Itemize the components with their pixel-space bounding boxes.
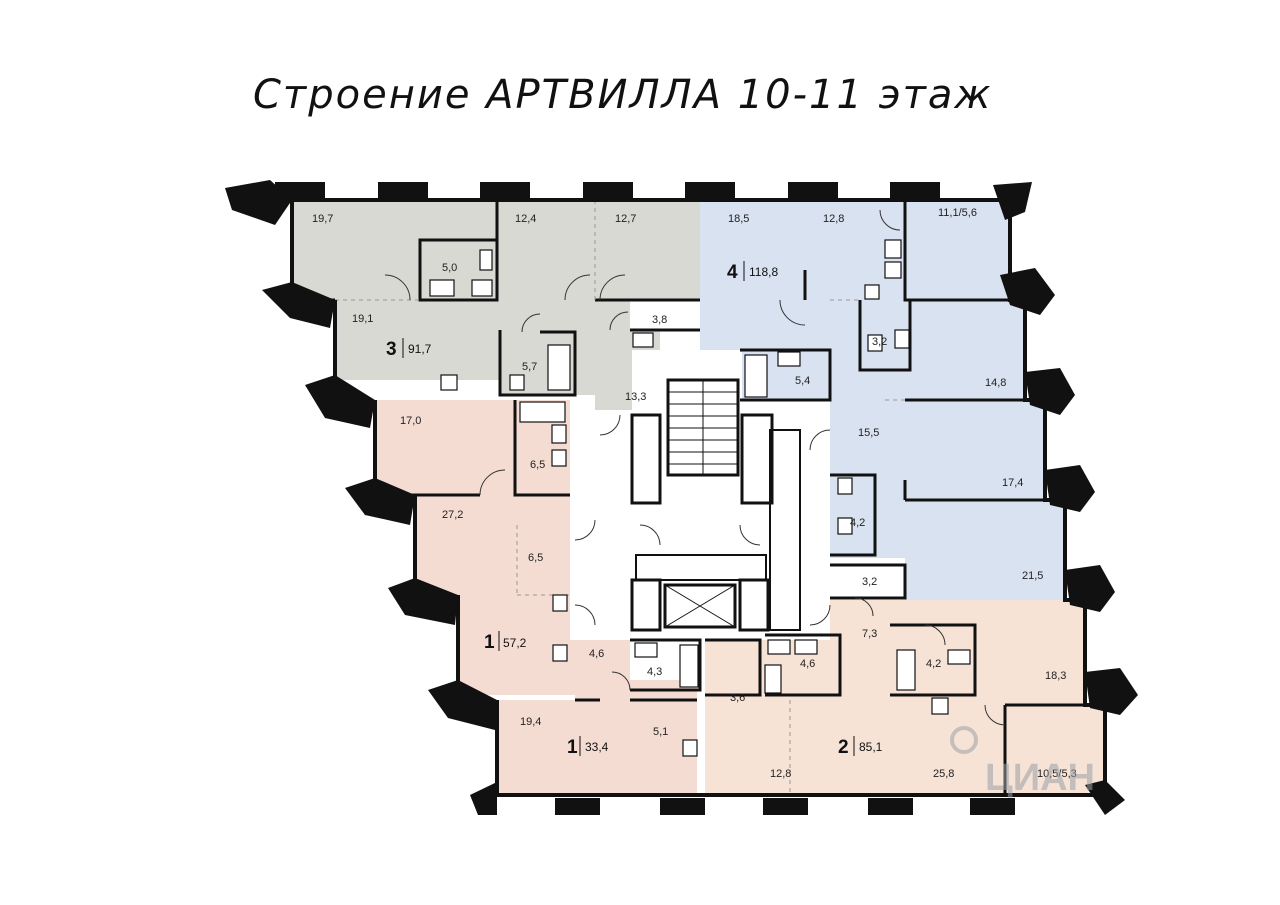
facade-columns (225, 180, 1138, 815)
room-area: 12,8 (770, 768, 791, 780)
room-area: 18,3 (1045, 670, 1066, 682)
watermark: ЦИАН (950, 726, 1095, 799)
room-area: 13,3 (625, 391, 646, 403)
apartment-total-area: 33,4 (585, 740, 609, 754)
room-area: 4,2 (926, 658, 941, 670)
zone-lines (335, 200, 905, 795)
room-area: 3,8 (652, 314, 667, 326)
apartment-total-area: 91,7 (408, 342, 432, 356)
room-area: 18,5 (728, 213, 749, 225)
room-area: 5,1 (653, 726, 668, 738)
room-area: 19,7 (312, 213, 333, 225)
floor-plan-title: Строение АРТВИЛЛА 10-11 этаж (253, 72, 993, 118)
apartment-number: 3 (386, 339, 397, 360)
apartment-1b-area[interactable] (497, 640, 697, 795)
building-core (575, 352, 830, 640)
room-area: 10,5/5,3 (1037, 768, 1077, 780)
room-area: 12,7 (615, 213, 636, 225)
room-area: 12,4 (515, 213, 536, 225)
room-area: 6,5 (530, 459, 545, 471)
apartment-3-area[interactable] (292, 200, 700, 410)
room-area: 15,5 (858, 427, 879, 439)
apartment-number: 2 (838, 737, 849, 758)
room-area: 11,1/5,6 (938, 207, 977, 219)
room-area: 4,6 (589, 648, 604, 660)
apartment-labels: 3 91,7 4 118,8 1 57,2 1 33,4 2 85,1 (386, 261, 883, 758)
door-swings (384, 209, 1006, 726)
room-area: 12,8 (823, 213, 844, 225)
internal-walls (292, 200, 1085, 795)
apartment-number: 1 (567, 737, 578, 758)
elevator (663, 583, 737, 629)
room-area-labels: 19,7 12,4 12,7 5,0 19,1 3,8 5,7 13,3 18,… (312, 207, 1077, 780)
bathroom-fixtures (429, 239, 971, 757)
room-area: 4,3 (647, 666, 662, 678)
room-area: 6,5 (528, 552, 543, 564)
room-area: 7,3 (862, 628, 877, 640)
room-area: 17,4 (1002, 477, 1023, 489)
room-area: 5,4 (795, 375, 810, 387)
room-area: 19,1 (352, 313, 373, 325)
room-area: 14,8 (985, 377, 1006, 389)
watermark-text: ЦИАН (985, 757, 1095, 799)
room-area: 27,2 (442, 509, 463, 521)
apartment-number: 1 (484, 632, 495, 653)
room-area: 3,2 (872, 336, 887, 348)
room-area: 25,8 (933, 768, 954, 780)
apartment-1a-area[interactable] (375, 400, 575, 695)
room-area: 19,4 (520, 716, 541, 728)
room-area: 17,0 (400, 415, 421, 427)
staircase (666, 378, 740, 477)
room-area: 3,2 (862, 576, 877, 588)
apartment-total-area: 85,1 (859, 740, 883, 754)
apartment-total-area: 118,8 (749, 265, 778, 279)
room-area: 5,0 (442, 262, 457, 274)
room-area: 4,6 (800, 658, 815, 670)
apartment-number: 4 (727, 262, 738, 283)
apartment-total-area: 57,2 (503, 636, 527, 650)
room-area: 4,2 (850, 517, 865, 529)
room-area: 5,7 (522, 361, 537, 373)
room-area: 21,5 (1022, 570, 1043, 582)
room-area: 3,6 (730, 692, 745, 704)
